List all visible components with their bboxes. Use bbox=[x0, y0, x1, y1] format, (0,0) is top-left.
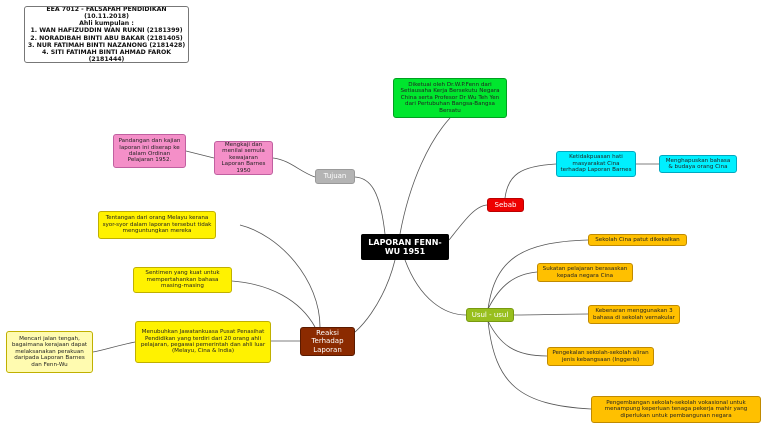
node-ketidakpuasan[interactable]: Ketidakpuasan hati masyarakat Cina terha… bbox=[556, 151, 636, 177]
node-menghapuskan[interactable]: Menghapuskan bahasa & budaya orang Cina bbox=[659, 155, 737, 173]
header-line: 2. NORADIBAH BINTI ABU BAKAR (2181405) bbox=[30, 34, 183, 42]
node-pandangan[interactable]: Pandangan dan kajian laporan ini diserap… bbox=[113, 134, 186, 168]
header-box: EEA 7012 - FALSAFAH PENDIDIKAN (10.11.20… bbox=[24, 6, 189, 63]
branch-sebab[interactable]: Sebab bbox=[487, 198, 524, 212]
node-sekolah-cina[interactable]: Sekolah Cina patut dikekalkan bbox=[588, 234, 687, 246]
node-tentangan[interactable]: Tentangan dari orang Melayu kerana syor-… bbox=[98, 211, 216, 239]
node-mencari[interactable]: Mencari jalan tengah, bagaimana kerajaan… bbox=[6, 331, 93, 373]
header-line: 4. SITI FATIMAH BINTI AHMAD FAROK (21814… bbox=[41, 48, 172, 63]
header-line: EEA 7012 - FALSAFAH PENDIDIKAN (10.11.20… bbox=[46, 6, 167, 21]
node-menubuhkan[interactable]: Menubuhkan Jawatankuasa Pusat Penasihat … bbox=[135, 321, 271, 363]
node-sentimen[interactable]: Sentimen yang kuat untuk mempertahankan … bbox=[133, 267, 232, 293]
central-topic[interactable]: LAPORAN FENN-WU 1951 bbox=[361, 234, 449, 260]
node-kebenaran[interactable]: Kebenaran menggunakan 3 bahasa di sekola… bbox=[588, 305, 680, 324]
header-line: Ahli kumpulan : bbox=[79, 20, 134, 28]
node-vokasional[interactable]: Pengembangan sekolah-sekolah vokasional … bbox=[591, 396, 761, 423]
header-line: 3. NUR FATIMAH BINTI NAZANONG (2181428) bbox=[27, 41, 186, 49]
node-mengkaji[interactable]: Mengkaji dan menilai semula kewajaran La… bbox=[214, 141, 273, 175]
branch-reaksi[interactable]: Reaksi Terhadap Laporan bbox=[300, 327, 355, 356]
node-pengekalan[interactable]: Pengekalan sekolah-sekolah aliran jenis … bbox=[547, 347, 654, 366]
header-line: 1. WAN HAFIZUDDIN WAN RUKNI (2181399) bbox=[30, 27, 183, 35]
node-sukatan[interactable]: Sukatan pelajaran berasaskan kepada nega… bbox=[537, 263, 633, 282]
node-diketuai[interactable]: Diketuai oleh Dr.W.P.Fenn dari Setiausah… bbox=[393, 78, 507, 118]
branch-tujuan[interactable]: Tujuan bbox=[315, 169, 355, 184]
branch-usul[interactable]: Usul - usul bbox=[466, 308, 514, 322]
